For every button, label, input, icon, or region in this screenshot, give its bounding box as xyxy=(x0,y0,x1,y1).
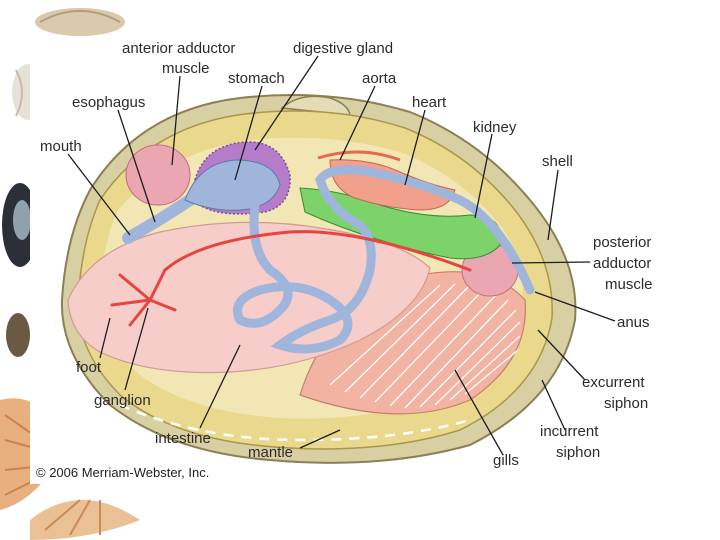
intestine-shape xyxy=(233,165,535,354)
label-digestive-gland: digestive gland xyxy=(293,40,393,57)
umbo-shape xyxy=(280,95,351,116)
seashell-mussel-icon xyxy=(2,183,38,267)
label-foot: foot xyxy=(76,359,102,376)
aorta-shape xyxy=(317,150,401,162)
mantle-edge-dashes xyxy=(119,403,471,442)
copyright-text: © 2006 Merriam-Webster, Inc. xyxy=(36,465,209,480)
label-esophagus: esophagus xyxy=(72,94,145,111)
label-stomach: stomach xyxy=(228,70,285,87)
label-anterior-adductor-muscle-line1: anterior adductor xyxy=(122,40,235,57)
label-anus: anus xyxy=(617,314,650,331)
label-excurrent-siphon-line1: excurrent xyxy=(582,374,645,391)
label-anterior-adductor-muscle-line2: muscle xyxy=(162,60,210,77)
label-posterior-adductor-muscle-line1: posterior xyxy=(593,234,651,251)
leader-lines xyxy=(67,55,616,456)
label-posterior-adductor-muscle-line2: adductor xyxy=(593,255,651,272)
label-intestine: intestine xyxy=(155,430,211,447)
seashell-bottom-icon xyxy=(30,499,140,540)
label-aorta: aorta xyxy=(362,70,397,87)
gill-lines xyxy=(329,283,521,409)
stomach-shape xyxy=(184,159,281,211)
label-gills: gills xyxy=(493,452,519,469)
label-ganglion: ganglion xyxy=(94,392,151,409)
anterior-adductor-muscle-shape xyxy=(125,144,191,206)
ganglion-shape xyxy=(110,230,472,327)
label-incurrent-siphon-line1: incurrent xyxy=(540,423,599,440)
label-mouth: mouth xyxy=(40,138,82,155)
seashell-top-icon xyxy=(35,8,125,36)
label-mantle: mantle xyxy=(248,444,293,461)
label-excurrent-siphon-line2: siphon xyxy=(604,395,648,412)
label-incurrent-siphon-line2: siphon xyxy=(556,444,600,461)
seashell-small-icon xyxy=(6,313,30,357)
esophagus-shape xyxy=(122,194,196,244)
label-heart: heart xyxy=(412,94,447,111)
label-shell: shell xyxy=(542,153,573,170)
label-posterior-adductor-muscle-line3: muscle xyxy=(605,276,653,293)
label-kidney: kidney xyxy=(473,119,517,136)
